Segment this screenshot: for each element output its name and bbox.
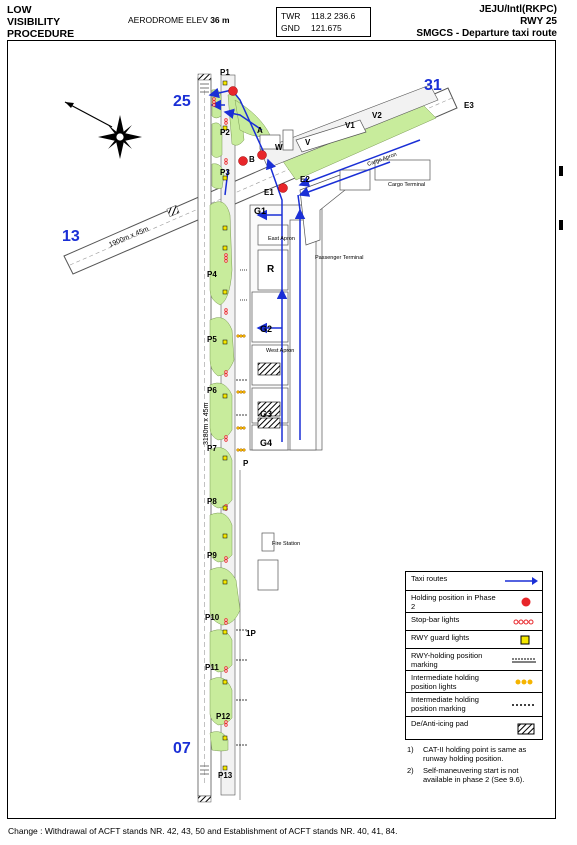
note-1: 1) CAT-II holding point is same as runwa… [407,745,527,763]
taxiway-label-b: B [249,155,255,164]
taxiway-label-p2: P2 [220,128,230,137]
taxiway-label-v: V [305,138,311,147]
red-dot-icon [521,597,531,606]
taxiway-label-p1: P1 [220,68,230,77]
rwy-guard-lights [222,80,228,771]
procedure-title: LOW VISIBILITY PROCEDURE [7,4,75,40]
taxiway-label-v1: V1 [345,121,355,130]
taxiway-label-p11: P11 [205,663,219,672]
aerodrome-elevation: AERODROME ELEV 36 m [128,15,230,25]
legend-intermediate-marking: Intermediate holding position marking [406,692,542,716]
holding-positions-phase2 [228,86,288,193]
stop-bar-lights [212,97,228,727]
hatch-pad-icon [517,723,535,734]
blast-pad-25 [197,73,212,81]
stop-bar-icon [513,619,534,624]
legend-stop-bar: Stop-bar lights [406,612,542,630]
legend-intermediate-lights: Intermediate holding position lights [406,670,542,692]
runway-25-label: 25 [173,93,191,110]
guard-light-icon [520,635,530,644]
taxiway-label-e3: E3 [464,101,474,110]
chart-identification: JEJU/Intl(RKPC) RWY 25 SMGCS - Departure… [416,4,557,39]
blast-pad-13 [166,205,180,217]
taxiway-label-p: P [243,459,249,468]
de-icing-pad-g3 [257,401,281,417]
taxiway-label-p9: P9 [207,551,217,560]
taxiway-misc-labels: A B W V V1 V2 E3 E2 E1 G1 G2 G3 G4 R P 1… [243,101,474,638]
runway-13-label: 13 [62,228,80,245]
taxiway-label-p7: P7 [207,444,217,453]
note-2: 2) Self-maneuvering start is not availab… [407,766,525,784]
taxi-routes [208,87,421,442]
change-footer: Change : Withdrawal of ACFT stands NR. 4… [8,826,398,836]
grass-islands [209,89,241,752]
taxiway-label-1p: 1P [246,629,256,638]
taxiway-label-v2: V2 [372,111,382,120]
taxiway-label-g4: G4 [260,438,272,448]
intermediate-holding-lights [236,334,246,452]
taxiway-label-p8: P8 [207,497,217,506]
runway-07-label: 07 [173,740,191,757]
taxiway-label-r: R [267,264,275,275]
apron-structures [249,119,431,591]
threshold-25-markings [200,83,209,93]
main-runway-dimensions: 3180m x 45m [203,402,210,445]
intermediate-marking-icon [512,703,536,706]
de-icing-pad-west [257,362,281,376]
legend-guard-lights: RWY guard lights [406,630,542,648]
legend: Taxi routes Holding position in Phase 2 … [405,571,543,740]
frame-tick [559,220,563,230]
taxiway-label-w: W [275,143,283,152]
map-frame [7,40,556,819]
taxiway-label-p13: P13 [218,771,233,780]
intermediate-lights-icon [515,679,533,684]
legend-de-icing: De/Anti-icing pad [406,716,542,740]
taxiway-label-p12: P12 [216,712,231,721]
east-apron-label: East Apron [268,236,295,242]
legend-holding-position: Holding position in Phase 2 [406,590,542,612]
taxiway-label-g3: G3 [260,409,272,419]
taxiway-label-e1: E1 [264,188,274,197]
holding-position-markings [236,269,248,746]
passenger-terminal-label: Passenger Terminal [315,255,364,261]
notes: 1) CAT-II holding point is same as runwa… [405,745,545,787]
taxiway-label-g1: G1 [254,206,266,216]
taxiway-label-a: A [257,126,263,135]
fire-station-label: Fire Station [272,541,300,547]
threshold-07-markings [200,765,209,775]
taxiway-label-p6: P6 [207,386,217,395]
taxiway-label-e2: E2 [300,175,310,184]
north-arrow [64,101,142,159]
legend-holding-marking: RWY-holding position marking [406,648,542,670]
west-apron-label: West Apron [266,348,294,354]
taxiway-label-p5: P5 [207,335,217,344]
taxiway-label-p10: P10 [205,613,220,622]
taxiway-label-g2: G2 [260,324,272,334]
de-icing-pad-g4 [257,417,281,429]
taxiway-label-p3: P3 [220,168,230,177]
frame-tick [559,166,563,176]
taxiway-p-labels: P1 P2 P3 P4 P5 P6 P7 P8 P9 P10 P11 P12 P… [205,68,233,780]
legend-taxi-routes: Taxi routes [406,572,542,590]
holding-marking-icon [512,658,536,662]
taxiway-label-p4: P4 [207,270,217,279]
runway-31-label: 31 [424,77,442,94]
blast-pad-07 [197,795,212,803]
taxi-route-arrow-icon [505,577,538,585]
cargo-terminal-label: Cargo Terminal [388,182,425,188]
